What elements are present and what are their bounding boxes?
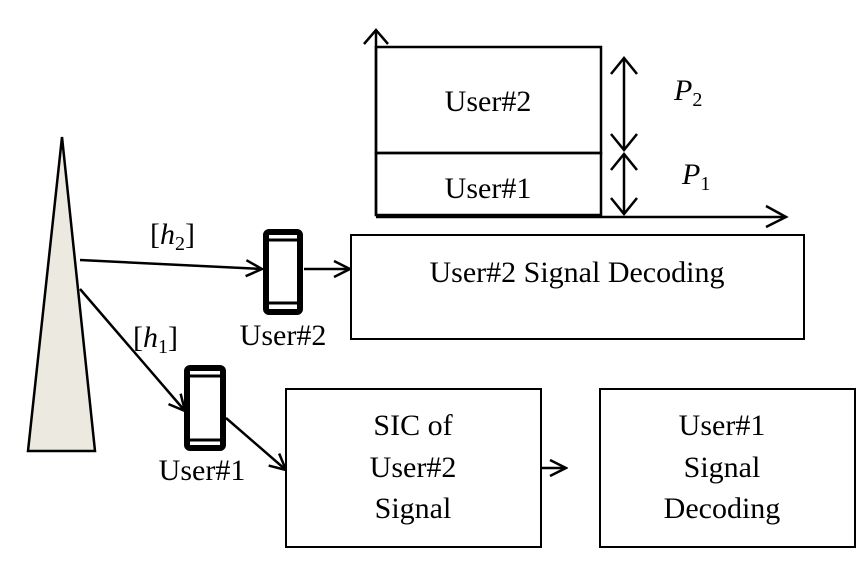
user1-decoding-line-3: Decoding	[664, 492, 781, 525]
user1-to-sic-arrow	[225, 417, 286, 470]
power-x-axis-arrowhead	[765, 204, 789, 229]
user2-signal-decoding-block	[350, 234, 805, 340]
h2-channel-arrow	[79, 258, 262, 269]
user2-phone-icon	[263, 229, 303, 315]
p1-arrowhead-bottom	[610, 197, 638, 216]
power-allocation-chart: User#2 User#1 P2 P1	[363, 28, 789, 229]
user2-device-label: User#2	[240, 319, 327, 352]
h1-channel-arrow	[79, 288, 185, 411]
p2-label: P2	[673, 74, 702, 111]
user1-decoding-line-1: User#1	[679, 409, 766, 442]
sic-line-3: Signal	[375, 492, 452, 525]
user1-power-label: User#1	[445, 172, 532, 205]
user1-decoding-line-2: Signal	[684, 451, 761, 484]
h2-channel-label: [h2]	[150, 218, 195, 255]
p1-label: P1	[681, 158, 710, 195]
user2-power-label: User#2	[445, 85, 532, 118]
user2-signal-decoding-label: User#2 Signal Decoding	[430, 256, 725, 289]
sic-line-2: User#2	[370, 451, 457, 484]
p1-arrowhead-top	[610, 152, 638, 171]
base-station-tower-icon	[26, 136, 97, 453]
user1-phone-icon	[184, 365, 226, 451]
user1-signal-decoding-block	[599, 388, 856, 548]
user1-device-label: User#1	[159, 454, 246, 487]
sic-line-1: SIC of	[373, 409, 452, 442]
p2-arrowhead-top	[610, 56, 638, 75]
h1-channel-label: [h1]	[133, 321, 178, 358]
p2-arrowhead-bottom	[610, 133, 638, 152]
power-y-axis-arrowhead	[363, 28, 389, 45]
